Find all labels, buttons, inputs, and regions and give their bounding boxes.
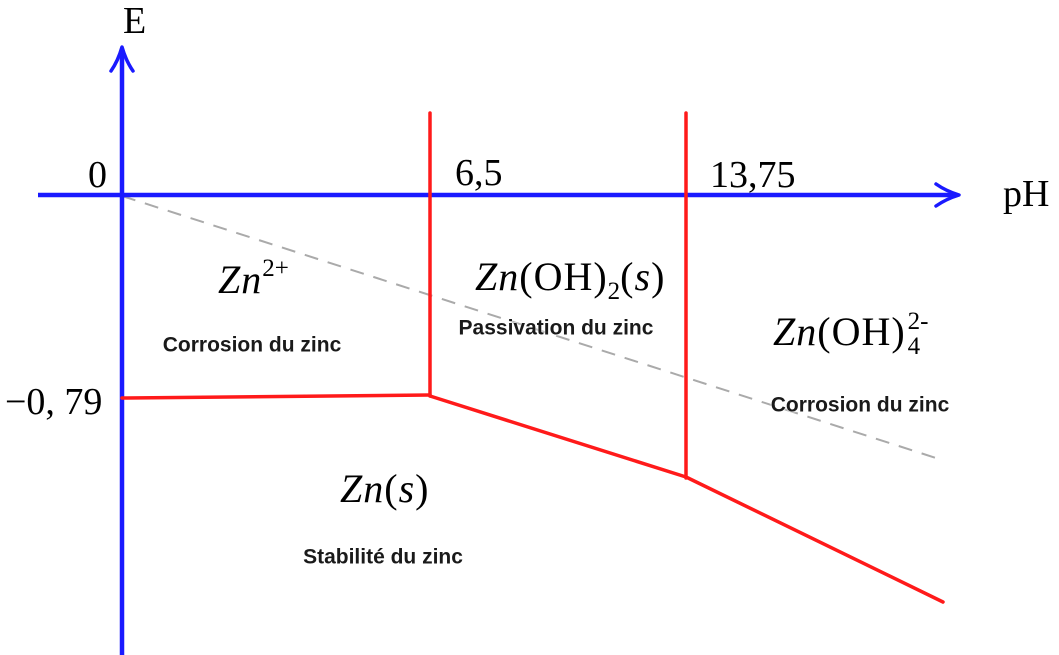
species-zns-base: Zn <box>340 466 385 511</box>
ph-tick-6-5: 6,5 <box>455 152 503 194</box>
species-znoh2-group: (OH) <box>519 254 608 299</box>
species-znoh4-group: (OH) <box>817 309 906 354</box>
e-axis-label: E <box>123 0 147 42</box>
species-zn2plus: Zn2+ <box>218 256 289 300</box>
species-zns-phase-open: ( <box>384 466 399 511</box>
species-zns-phase: s <box>398 466 416 511</box>
label-corrosion-basic: Corrosion du zinc <box>770 393 950 417</box>
species-zns-phase-close: ) <box>415 466 430 511</box>
species-znoh2-base: Zn <box>475 254 520 299</box>
species-znoh2-phase: s <box>634 254 652 299</box>
species-znoh2-phase-close: ) <box>651 254 666 299</box>
boundary-znoh4-zns <box>684 475 945 604</box>
species-znoh2-phase-open: ( <box>620 254 635 299</box>
ph-axis-label: pH <box>1003 173 1050 215</box>
species-zns: Zn(s) <box>340 469 429 509</box>
species-znoh4-subscript: 4 <box>907 333 921 360</box>
label-stability: Stabilité du zinc <box>303 545 463 569</box>
label-corrosion-acid: Corrosion du zinc <box>162 333 342 357</box>
ph-tick-13-75: 13,75 <box>710 154 796 196</box>
species-znoh4-charge: 2- <box>907 308 929 335</box>
boundary-znoh2-zns <box>428 394 688 479</box>
species-znoh2: Zn(OH)2(s) <box>475 254 666 305</box>
boundary-zn2plus-zns <box>120 393 432 400</box>
label-passivation: Passivation du zinc <box>458 316 654 340</box>
origin-label: 0 <box>88 154 107 196</box>
e-axis-arrowhead <box>109 45 135 73</box>
species-znoh4-indices: 2-4 <box>906 309 934 359</box>
ph-axis-arrowhead <box>934 182 961 208</box>
e-tick-minus-0-79: −0, 79 <box>5 381 103 423</box>
species-znoh4-base: Zn <box>773 309 818 354</box>
species-zn2plus-charge: 2+ <box>262 255 289 282</box>
species-zn2plus-base: Zn <box>218 257 263 302</box>
species-znoh4: Zn(OH)2-4 <box>773 309 934 359</box>
species-znoh2-subscript: 2 <box>607 278 621 305</box>
